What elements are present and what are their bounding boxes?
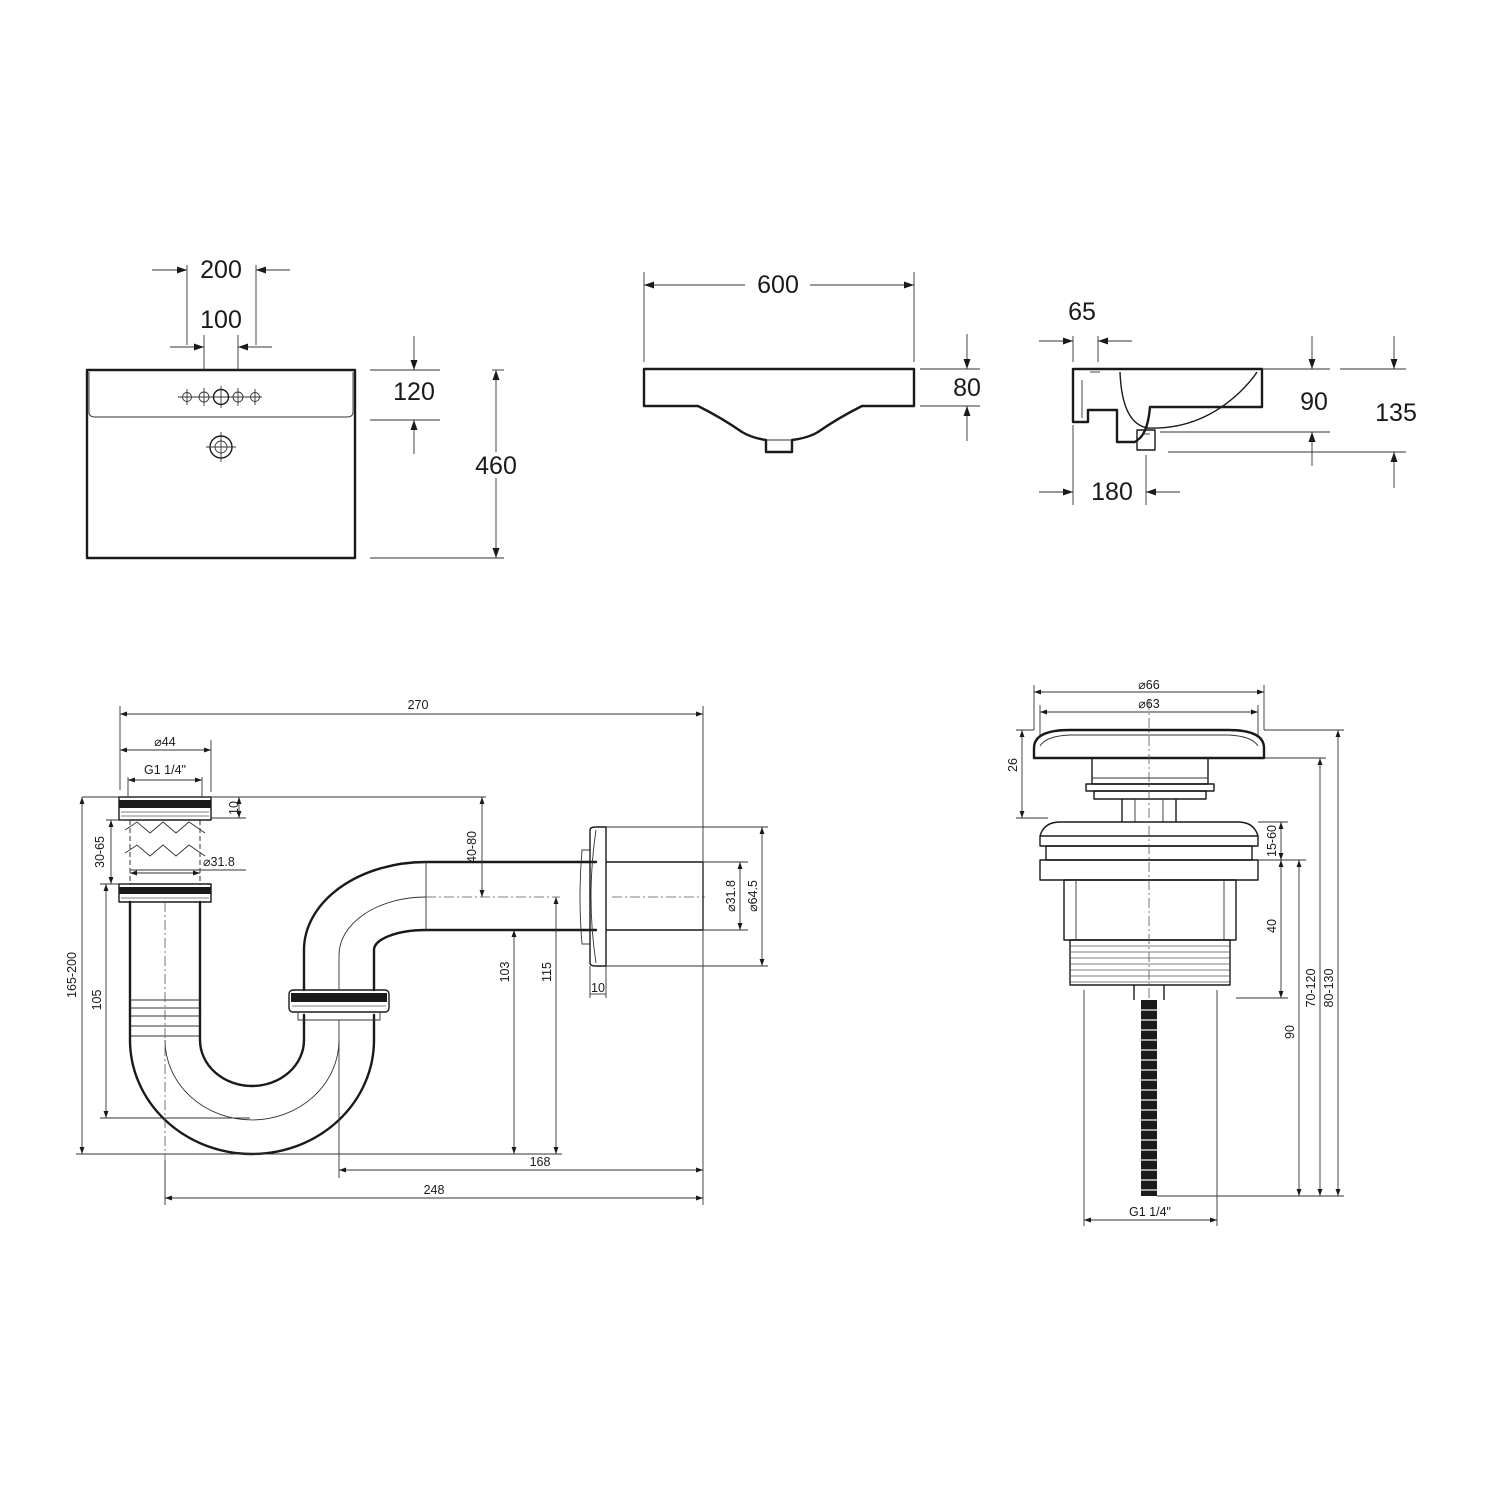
dim-tube-diameter: ⌀31.8 [203, 855, 235, 869]
dim-total-width: 270 [408, 698, 429, 712]
valve-body [1063, 879, 1237, 1000]
dim-total-length: 248 [424, 1183, 445, 1197]
dim-flange-diameter: ⌀64.5 [746, 880, 760, 912]
siphon: 270 ⌀44 G1 1/4" 10 30-65 ⌀31.8 165-200 1… [65, 698, 768, 1205]
dim-nut-height: 10 [227, 801, 241, 815]
u-bend [128, 902, 376, 1200]
dim-outlet-length: 168 [530, 1155, 551, 1169]
dim-deck-depth: 120 [393, 378, 435, 406]
dim-overall-height: 165-200 [65, 952, 79, 998]
drain-valve: ⌀66 ⌀63 26 15-60 40 90 70-120 80-130 [1006, 678, 1344, 1226]
dim-thread-length: 40 [1265, 919, 1279, 933]
wall-flange [579, 826, 704, 967]
dim-tail-adjust: 30-65 [93, 836, 107, 868]
dim-depth: 460 [475, 452, 517, 480]
basin-top-view: 200 100 120 460 [85, 256, 521, 560]
dim-range-outer: 80-130 [1322, 968, 1336, 1007]
dim-stem-length: 90 [1283, 1025, 1297, 1039]
dim-cap-outer: ⌀66 [1138, 678, 1159, 692]
dim-valve-thread: G1 1/4" [1129, 1205, 1171, 1219]
drain-hole [206, 432, 236, 462]
faucet-holes [178, 386, 262, 408]
dim-outlet-tube-diameter: ⌀31.8 [724, 880, 738, 912]
dim-body-adjust: 15-60 [1265, 825, 1279, 857]
dim-width: 600 [757, 271, 799, 299]
dim-flange-thickness: 10 [591, 981, 605, 995]
dim-cap-height: 26 [1006, 758, 1020, 772]
tail-adjust-zone [124, 820, 206, 885]
dim-holes-spacing: 100 [200, 306, 242, 334]
threaded-rod [1141, 1000, 1157, 1196]
dim-cap-inner: ⌀63 [1138, 697, 1159, 711]
basin-side-outline [1071, 367, 1264, 444]
basin-outline [85, 368, 357, 560]
basin-front-outline [642, 367, 916, 454]
valve-stem [1085, 757, 1215, 822]
dim-range-inner: 70-120 [1304, 968, 1318, 1007]
dim-outlet-height-outer: 115 [540, 962, 554, 982]
basin-front-view: 600 80 [642, 271, 981, 454]
dim-drain-offset: 180 [1091, 478, 1133, 506]
dim-outlet-height-inner: 103 [498, 962, 512, 983]
dim-inlet-height: 105 [90, 990, 104, 1011]
dim-trap-drop: 40-80 [465, 831, 479, 863]
outlet-tube [302, 860, 705, 992]
inlet-nut [118, 883, 212, 903]
dim-thread: G1 1/4" [144, 763, 186, 777]
dim-faucet-spread: 200 [200, 256, 242, 284]
dim-nut-diameter: ⌀44 [154, 735, 175, 749]
dim-rim-height: 80 [953, 374, 981, 402]
dim-bowl-depth: 90 [1300, 388, 1328, 416]
dim-total-height: 135 [1375, 399, 1417, 427]
basin-side-view: 65 180 90 135 [1039, 298, 1417, 506]
dim-wall-offset: 65 [1068, 298, 1096, 326]
tail-nut [118, 796, 212, 821]
